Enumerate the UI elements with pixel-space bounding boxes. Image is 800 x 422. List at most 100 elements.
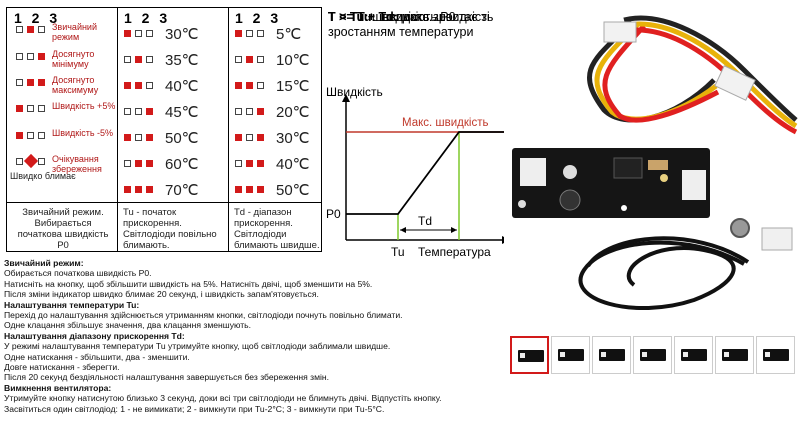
tu-temperature-value: 35℃ (165, 52, 199, 69)
tu-temperature-value: 70℃ (165, 182, 199, 199)
led-indicator (16, 132, 23, 139)
led-indicator (27, 105, 34, 112)
led-indicator (135, 160, 142, 167)
led-indicator (16, 105, 23, 112)
led-indicator (146, 108, 153, 115)
led-indicator (235, 56, 242, 63)
led-indicator (135, 56, 142, 63)
led-indicator (235, 186, 242, 193)
sensor-cable-image (578, 218, 793, 311)
led-indicator (27, 53, 34, 60)
led-indicator (235, 30, 242, 37)
led-indicator (257, 108, 264, 115)
instruction-line: Одне клацання збільшує значення, два кла… (4, 320, 252, 331)
x-axis-arrow (502, 236, 504, 244)
y-tick-label: P0 (326, 207, 341, 221)
thumbnail-image (722, 349, 748, 361)
thumbnail-image (640, 349, 666, 361)
instruction-line: Після 20 секунд бездіяльності налаштуван… (4, 372, 330, 383)
mode-label: Швидкість -5% (52, 128, 114, 138)
led-indicator (257, 56, 264, 63)
gallery-thumbnail[interactable] (756, 336, 795, 374)
led-indicator (38, 132, 45, 139)
thumbnail-image (518, 350, 544, 362)
td-arrow-left (400, 227, 406, 233)
led-indicator (246, 82, 253, 89)
tu-temperature-value: 50℃ (165, 130, 199, 147)
gallery-thumbnail[interactable] (592, 336, 631, 374)
instruction-line: Одне натискання - збільшити, два - зменш… (4, 351, 190, 362)
led-indicator (135, 82, 142, 89)
instruction-line: Обирається початкова швидкість P0. (4, 268, 152, 279)
led-indicator (23, 153, 39, 169)
led-indicator (124, 186, 131, 193)
led-indicator (146, 30, 153, 37)
td-temperature-value: 15℃ (276, 78, 310, 95)
led-indicator (38, 105, 45, 112)
instruction-heading: Вимкнення вентилятора: (4, 382, 112, 393)
led-indicator (235, 134, 242, 141)
led-indicator (246, 160, 253, 167)
led-indicator (38, 158, 45, 165)
led-indicator (27, 79, 34, 86)
col-header-mode: 1 2 3 (14, 10, 61, 26)
led-indicator (27, 132, 34, 139)
rule-3: T > Tu + Td: макс. швидкість (328, 10, 494, 24)
led-indicator (135, 30, 142, 37)
mode-label: Досягнуто максимуму (52, 75, 99, 95)
mode-label: Швидкість +5% (52, 101, 116, 111)
led-indicator (146, 134, 153, 141)
gallery-thumbnail[interactable] (674, 336, 713, 374)
col-header-tu: 1 2 3 (124, 10, 171, 26)
led-indicator (16, 158, 23, 165)
mode-label: Очікування збереження (52, 154, 102, 174)
gallery-thumbnail[interactable] (510, 336, 549, 374)
x-tick-label: Tu (391, 245, 405, 259)
led-indicator (257, 186, 264, 193)
led-indicator (124, 56, 131, 63)
gallery-thumbnail[interactable] (715, 336, 754, 374)
led-indicator (135, 108, 142, 115)
td-temperature-value: 50℃ (276, 182, 310, 199)
led-indicator (246, 56, 253, 63)
instruction-line: У режимі налаштування температури Tu утр… (4, 341, 391, 352)
thumbnail-image (763, 349, 789, 361)
instruction-heading: Налаштування температури Tu: (4, 299, 140, 310)
led-indicator (246, 134, 253, 141)
tu-temperature-value: 45℃ (165, 104, 199, 121)
led-indicator (146, 56, 153, 63)
td-temperature-value: 10℃ (276, 52, 310, 69)
instruction-line: Довге натискання - зберегти. (4, 362, 120, 373)
led-indicator (146, 160, 153, 167)
led-indicator (235, 82, 242, 89)
led-indicator (38, 53, 45, 60)
product-photo (512, 15, 798, 311)
instruction-line: Засвітиться один світлодіод: 1 - не вими… (4, 403, 385, 414)
led-indicator (124, 160, 131, 167)
footer-td: Td - діапазон прискорення. Світлодіоди б… (234, 207, 320, 251)
x-axis-label: Температура (418, 245, 491, 259)
td-temperature-value: 40℃ (276, 156, 310, 173)
instruction-line: Натисніть на кнопку, щоб збільшити швидк… (4, 278, 373, 289)
col-header-td: 1 2 3 (235, 10, 282, 26)
led-indicator (124, 108, 131, 115)
led-indicator (246, 30, 253, 37)
led-indicator (257, 160, 264, 167)
td-temperature-value: 30℃ (276, 130, 310, 147)
mode-label: Звичайний режим (52, 22, 97, 42)
led-indicator (235, 160, 242, 167)
y-axis-arrow (342, 94, 350, 102)
product-gallery (504, 0, 800, 422)
blink-note: Швидко блимає (10, 171, 76, 181)
tu-temperature-value: 40℃ (165, 78, 199, 95)
led-indicator (38, 79, 45, 86)
led-indicator (235, 108, 242, 115)
speed-curve (346, 131, 504, 215)
rule-1: T <= Tu: швидкість P0 (328, 10, 456, 24)
led-indicator (124, 82, 131, 89)
td-temperature-value: 5℃ (276, 26, 302, 43)
gallery-thumbnail[interactable] (551, 336, 590, 374)
gallery-thumbnail[interactable] (633, 336, 672, 374)
